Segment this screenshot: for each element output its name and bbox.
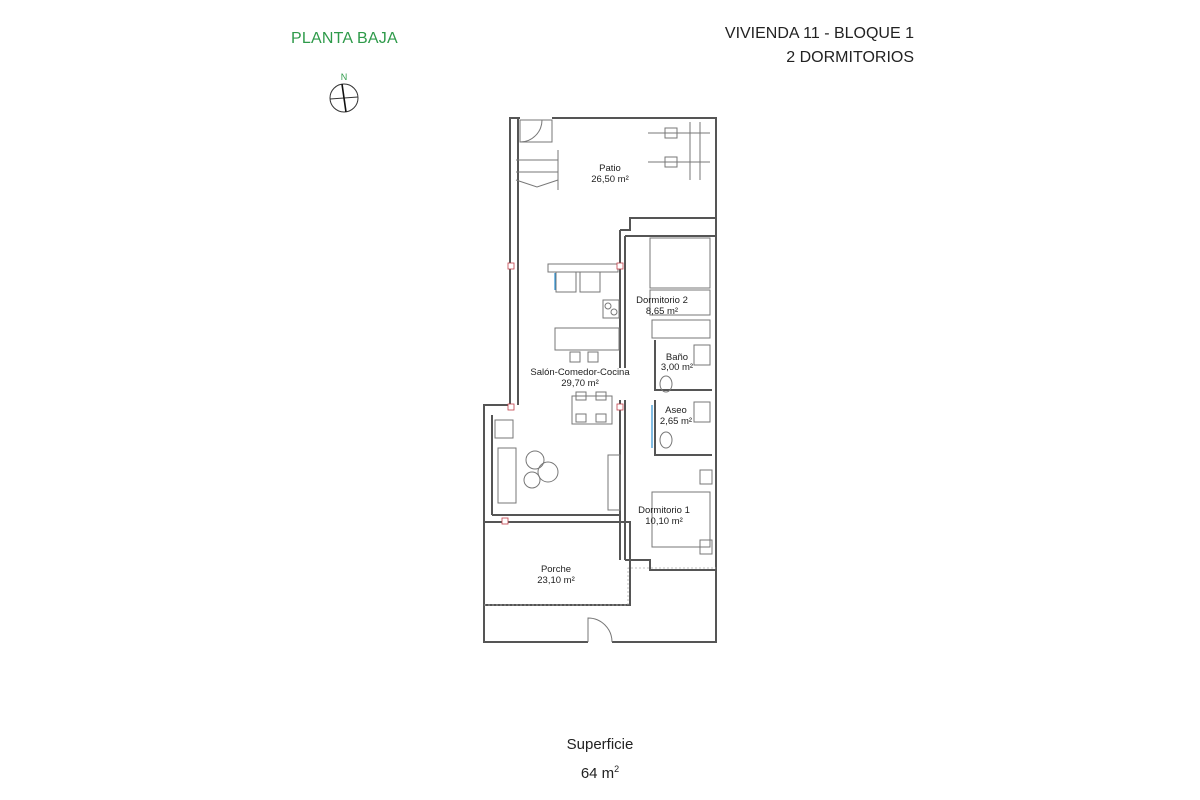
room-area: 8,65 m² [646,306,678,317]
room-porche: Porche 23,10 m² [537,564,575,586]
room-name: Patio [599,163,621,174]
room-area: 29,70 m² [561,378,599,389]
room-area: 3,00 m² [661,362,693,373]
room-area: 10,10 m² [645,516,683,527]
room-aseo: Aseo 2,65 m² [660,405,692,427]
north-compass-icon: N [326,72,362,118]
room-name: Porche [541,564,571,575]
room-salon-comedor-cocina: Salón-Comedor-Cocina 29,70 m² [530,367,630,389]
room-patio: Patio 26,50 m² [591,163,629,185]
room-name: Aseo [665,405,687,416]
compass-north-label: N [340,72,348,82]
room-area: 2,65 m² [660,416,692,427]
surface-unit-sup: 2 [614,764,620,774]
surface-value-block: 64 m2 [520,764,680,782]
room-area: 26,50 m² [591,174,629,185]
room-bano: Baño 3,00 m² [661,352,693,373]
bedrooms-label: 2 DORMITORIOS [786,49,914,66]
room-dormitorio-1: Dormitorio 1 10,10 m² [638,505,690,527]
room-name: Salón-Comedor-Cocina [530,367,630,378]
room-name: Baño [666,352,688,363]
room-name: Dormitorio 2 [636,295,688,306]
surface-value: 64 m [580,765,615,782]
room-area: 23,10 m² [537,575,575,586]
surface-label: Superficie [566,736,634,753]
room-dormitorio-2: Dormitorio 2 8,65 m² [636,295,688,317]
unit-title-block: VIVIENDA 11 - BLOQUE 1 2 DORMITORIOS [700,22,914,70]
room-name: Dormitorio 1 [638,505,690,516]
floor-label: PLANTA BAJA [291,30,398,47]
unit-title: VIVIENDA 11 - BLOQUE 1 [724,25,914,42]
